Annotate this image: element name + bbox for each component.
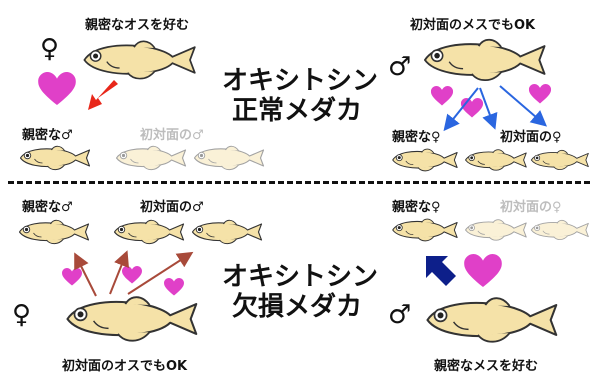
blue-arrow-1 [443, 87, 479, 132]
top-intimate-male-label: 親密な♂ [22, 128, 73, 143]
bottom-title-line2: 欠損メダカ [231, 292, 362, 322]
bottom-female-caption: 初対面のオスでもOK [62, 359, 188, 374]
red-arrow-icon [88, 80, 118, 110]
top-stranger-female-label: 初対面の♀ [500, 130, 562, 145]
top-male-symbol: ♂ [388, 52, 412, 82]
dark-arrow-1 [74, 252, 97, 297]
bottom-stranger-female-label: 初対面の♀ [500, 200, 562, 215]
bottom-female-symbol: ♀ [12, 300, 32, 330]
section-divider [8, 181, 590, 184]
bottom-intimate-male-label: 親密な♂ [22, 200, 73, 215]
top-male-caption: 初対面のメスでもOK [410, 18, 536, 33]
bottom-title-line1: オキシトシン [222, 262, 379, 292]
top-female-caption: 親密なオスを好む [85, 18, 190, 33]
top-intimate-female-label: 親密な♀ [392, 130, 441, 145]
top-stranger-male-label: 初対面の♂ [140, 128, 204, 143]
bottom-intimate-female-label: 親密な♀ [392, 200, 441, 215]
bottom-stranger-male-label: 初対面の♂ [140, 200, 204, 215]
dark-arrow-3 [127, 251, 194, 295]
bottom-male-symbol: ♂ [388, 300, 412, 330]
blue-arrow-2 [479, 87, 498, 130]
dark-arrow-2 [109, 250, 129, 295]
top-title-line2: 正常メダカ [231, 96, 362, 126]
top-female-symbol: ♀ [40, 34, 60, 64]
navy-arrow-icon [426, 256, 456, 286]
blue-arrow-3 [499, 85, 548, 127]
top-title-line1: オキシトシン [222, 66, 379, 96]
bottom-male-caption: 親密なメスを好む [434, 359, 539, 374]
